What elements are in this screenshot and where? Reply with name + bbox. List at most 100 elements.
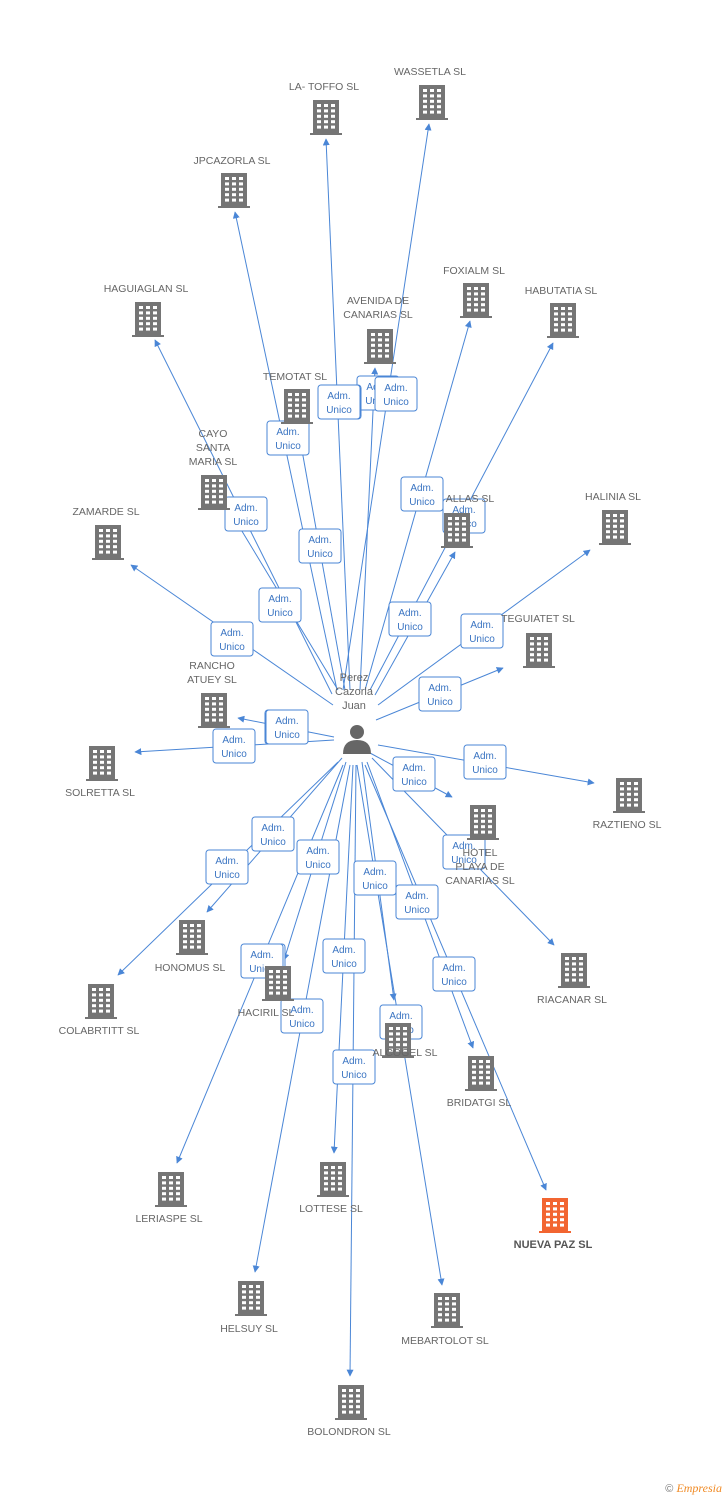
role-label[interactable]: Adm.Unico (298, 528, 342, 564)
building-window (544, 647, 548, 651)
role-text: Adm. (384, 383, 407, 394)
company-node-nueva-paz[interactable]: NUEVA PAZ SL (514, 1198, 593, 1251)
company-node-habutatia[interactable]: HABUTATIA SL (525, 285, 598, 338)
company-node-bridatgi[interactable]: BRIDATGI SL (447, 1056, 512, 1109)
role-label[interactable]: Adm.Unico (224, 496, 268, 532)
building-base (262, 999, 294, 1001)
building-window (445, 1318, 449, 1322)
role-label[interactable]: Adm.Unico (388, 601, 432, 637)
building-window (554, 323, 558, 327)
role-label[interactable]: Adm.Unico (332, 1049, 376, 1085)
role-label[interactable]: Adm.Unico (296, 839, 340, 875)
role-label[interactable]: Adm.Unico (212, 728, 256, 764)
company-node-haguiaglan[interactable]: HAGUIAGLAN SL (104, 283, 189, 337)
building-window (572, 978, 576, 982)
role-label[interactable]: Adm.Unico (392, 756, 436, 792)
role-label[interactable]: Adm.Unico (266, 420, 310, 456)
role-label[interactable]: Adm.Unico (432, 956, 476, 992)
company-node-halinia[interactable]: HALINIA SL (585, 491, 641, 545)
role-label[interactable]: Adm.Unico (400, 476, 444, 512)
building-window (197, 934, 201, 938)
company-node-allas[interactable]: ALLAS SL (441, 493, 494, 548)
company-node-leriaspe[interactable]: LERIASPE SL (135, 1172, 203, 1225)
person-head (350, 725, 364, 739)
company-node-raztieno[interactable]: RAZTIENO SL (593, 778, 662, 831)
role-label[interactable]: Adm.Unico (374, 376, 418, 412)
role-label[interactable]: Adm.Unico (280, 998, 324, 1034)
role-label[interactable]: Adm.Unico (395, 884, 439, 920)
building-window (455, 533, 459, 537)
company-node-la-toffo[interactable]: LA- TOFFO SL (289, 81, 359, 135)
company-node-lottese[interactable]: LOTTESE SL (299, 1162, 363, 1215)
company-node-mebartolot[interactable]: MEBARTOLOT SL (401, 1293, 489, 1347)
building-window (448, 522, 452, 526)
company-node-solretta[interactable]: SOLRETTA SL (65, 746, 135, 799)
building-window (565, 962, 569, 966)
building-icon (441, 513, 473, 548)
company-label: CAYO (199, 428, 228, 440)
company-node-haciril[interactable]: HACIRIL SL (238, 966, 295, 1019)
company-node-alcogel[interactable]: ALCOGEL SL (373, 1023, 438, 1059)
role-label[interactable]: Adm.Unico (442, 834, 486, 870)
company-label: TEGUIATET SL (501, 613, 575, 625)
role-text: Adm. (308, 535, 331, 546)
building-window (219, 484, 223, 488)
building-window (455, 522, 459, 526)
role-label[interactable]: Adm.Unico (418, 676, 462, 712)
company-node-riacanar[interactable]: RIACANAR SL (537, 953, 607, 1006)
company-node-bolondron[interactable]: BOLONDRON SL (307, 1385, 391, 1438)
building-window (162, 1181, 166, 1185)
role-label[interactable]: Adm.Unico (317, 384, 361, 420)
company-node-wassetla[interactable]: WASSETLA SL (394, 66, 466, 120)
role-label[interactable]: Adm.Unico (251, 816, 295, 852)
building-window (486, 1076, 490, 1080)
building-window (295, 393, 299, 396)
company-node-colabrtitt[interactable]: COLABRTITT SL (59, 984, 140, 1037)
role-label[interactable]: Adm.Unico (265, 709, 309, 745)
building-window (331, 120, 335, 124)
building-window (93, 771, 97, 775)
company-node-foxialm[interactable]: FOXIALM SL (443, 265, 505, 318)
building-base (85, 1017, 117, 1019)
building-window (385, 343, 389, 347)
role-text: Adm. (306, 846, 329, 857)
building-icon (460, 283, 492, 318)
building-window (106, 988, 110, 991)
building-base (364, 362, 396, 364)
building-window (396, 1032, 400, 1036)
company-node-jpcazorla[interactable]: JPCAZORLA SL (193, 155, 271, 208)
role-text: Unico (469, 634, 495, 645)
role-label[interactable]: Adm.Unico (322, 938, 366, 974)
role-label[interactable]: Adm.Unico (210, 621, 254, 657)
building-window (349, 1394, 353, 1398)
building-window (481, 303, 485, 307)
role-label[interactable]: Adm.Unico (258, 587, 302, 623)
company-node-zamarde[interactable]: ZAMARDE SL (72, 506, 140, 560)
company-node-helsuy[interactable]: HELSUY SL (220, 1281, 278, 1335)
building-window (620, 803, 624, 807)
role-box (400, 476, 444, 512)
role-label[interactable]: Adm.Unico (460, 613, 504, 649)
building-window (620, 782, 624, 785)
building-window (317, 125, 321, 129)
building-window (190, 940, 194, 944)
company-node-teguiatet[interactable]: TEGUIATET SL (501, 613, 575, 668)
company-node-honomus[interactable]: HONOMUS SL (155, 920, 226, 974)
role-label[interactable]: Adm.Unico (205, 849, 249, 885)
role-text: Unico (451, 855, 477, 866)
role-label[interactable]: Adm.Unico (353, 860, 397, 896)
building-window (474, 814, 478, 818)
building-window (349, 1399, 353, 1403)
building-window (437, 110, 441, 114)
company-node-temotat[interactable]: TEMOTAT SL (263, 371, 327, 424)
company-label: LERIASPE SL (135, 1213, 202, 1225)
building-window (423, 105, 427, 109)
building-window (378, 338, 382, 342)
building-window (276, 980, 280, 984)
role-label[interactable]: Adm.Unico (463, 744, 507, 780)
